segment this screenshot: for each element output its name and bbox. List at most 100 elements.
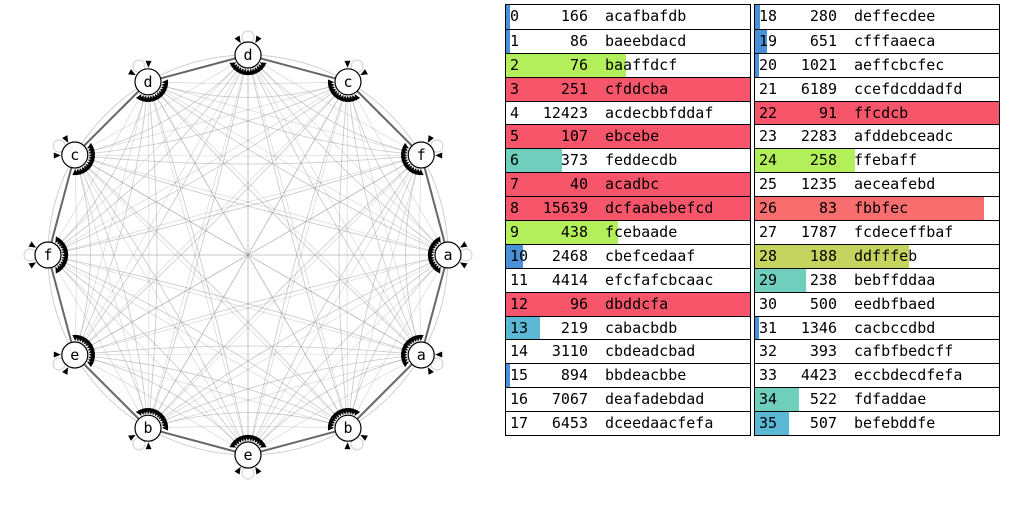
graph-edge <box>74 154 249 456</box>
arrowhead <box>432 265 439 273</box>
row-id: 4 <box>510 103 520 122</box>
graph-node: a <box>427 236 473 274</box>
row-count: 4414 <box>551 270 588 289</box>
row-count: 12423 <box>542 103 588 122</box>
arrowhead <box>435 351 443 358</box>
graph-edge <box>247 81 349 456</box>
row-count: 40 <box>569 175 588 194</box>
frequency-bar <box>506 197 750 221</box>
row-sequence: baaffdcf <box>605 55 678 74</box>
graph-edge <box>347 81 422 156</box>
row-count: 251 <box>560 79 588 98</box>
row-count: 15639 <box>542 199 588 218</box>
edge-layer <box>47 54 449 456</box>
arrowhead <box>85 163 93 171</box>
row-sequence: ffebaff <box>854 151 918 170</box>
graph-edge <box>47 81 149 256</box>
graph-edge <box>74 354 149 429</box>
arrowhead <box>72 168 79 176</box>
row-count: 6189 <box>800 79 837 98</box>
graph-node: c <box>327 59 368 103</box>
graph-edge <box>74 81 149 356</box>
arrowhead <box>145 60 152 68</box>
arrowhead <box>403 339 411 347</box>
graph-edge <box>74 353 422 356</box>
graph-edge <box>47 254 249 456</box>
node-circle <box>434 241 462 269</box>
frequency-bar <box>506 5 510 29</box>
arrowhead <box>62 367 69 375</box>
row-sequence: cbdeadcbad <box>605 342 696 361</box>
row-sequence: acadbc <box>605 175 660 194</box>
row-count: 1021 <box>800 55 837 74</box>
frequency-bar <box>755 412 790 436</box>
frequency-bar <box>755 268 807 292</box>
graph-edge <box>147 354 422 429</box>
row-id: 29 <box>759 270 778 289</box>
graph-edge <box>74 254 449 356</box>
frequency-bar <box>755 388 799 412</box>
row-count: 393 <box>809 342 837 361</box>
node-circle <box>134 68 162 96</box>
frequency-bar <box>755 53 759 77</box>
row-count: 280 <box>809 7 837 25</box>
row-id: 12 <box>510 294 529 313</box>
row-id: 18 <box>759 7 778 25</box>
graph-edge <box>147 426 349 429</box>
row-count: 7067 <box>551 390 588 409</box>
row-id: 21 <box>759 79 778 98</box>
graph-edge <box>74 354 349 429</box>
row-count: 4423 <box>800 366 837 385</box>
row-count: 438 <box>560 223 588 242</box>
arrowhead <box>128 69 136 76</box>
arrowhead <box>55 266 62 274</box>
row-id: 5 <box>510 127 520 146</box>
row-sequence: acafbafdb <box>605 7 687 25</box>
row-count: 3110 <box>551 342 588 361</box>
arrowhead <box>53 351 61 358</box>
graph-edge <box>147 81 422 356</box>
graph-edge <box>74 81 349 156</box>
row-sequence: bebffddaa <box>854 270 936 289</box>
row-id: 15 <box>510 366 529 385</box>
graph-edge <box>147 54 249 429</box>
self-loop <box>241 466 255 480</box>
row-sequence: fcdeceffbaf <box>854 223 954 242</box>
